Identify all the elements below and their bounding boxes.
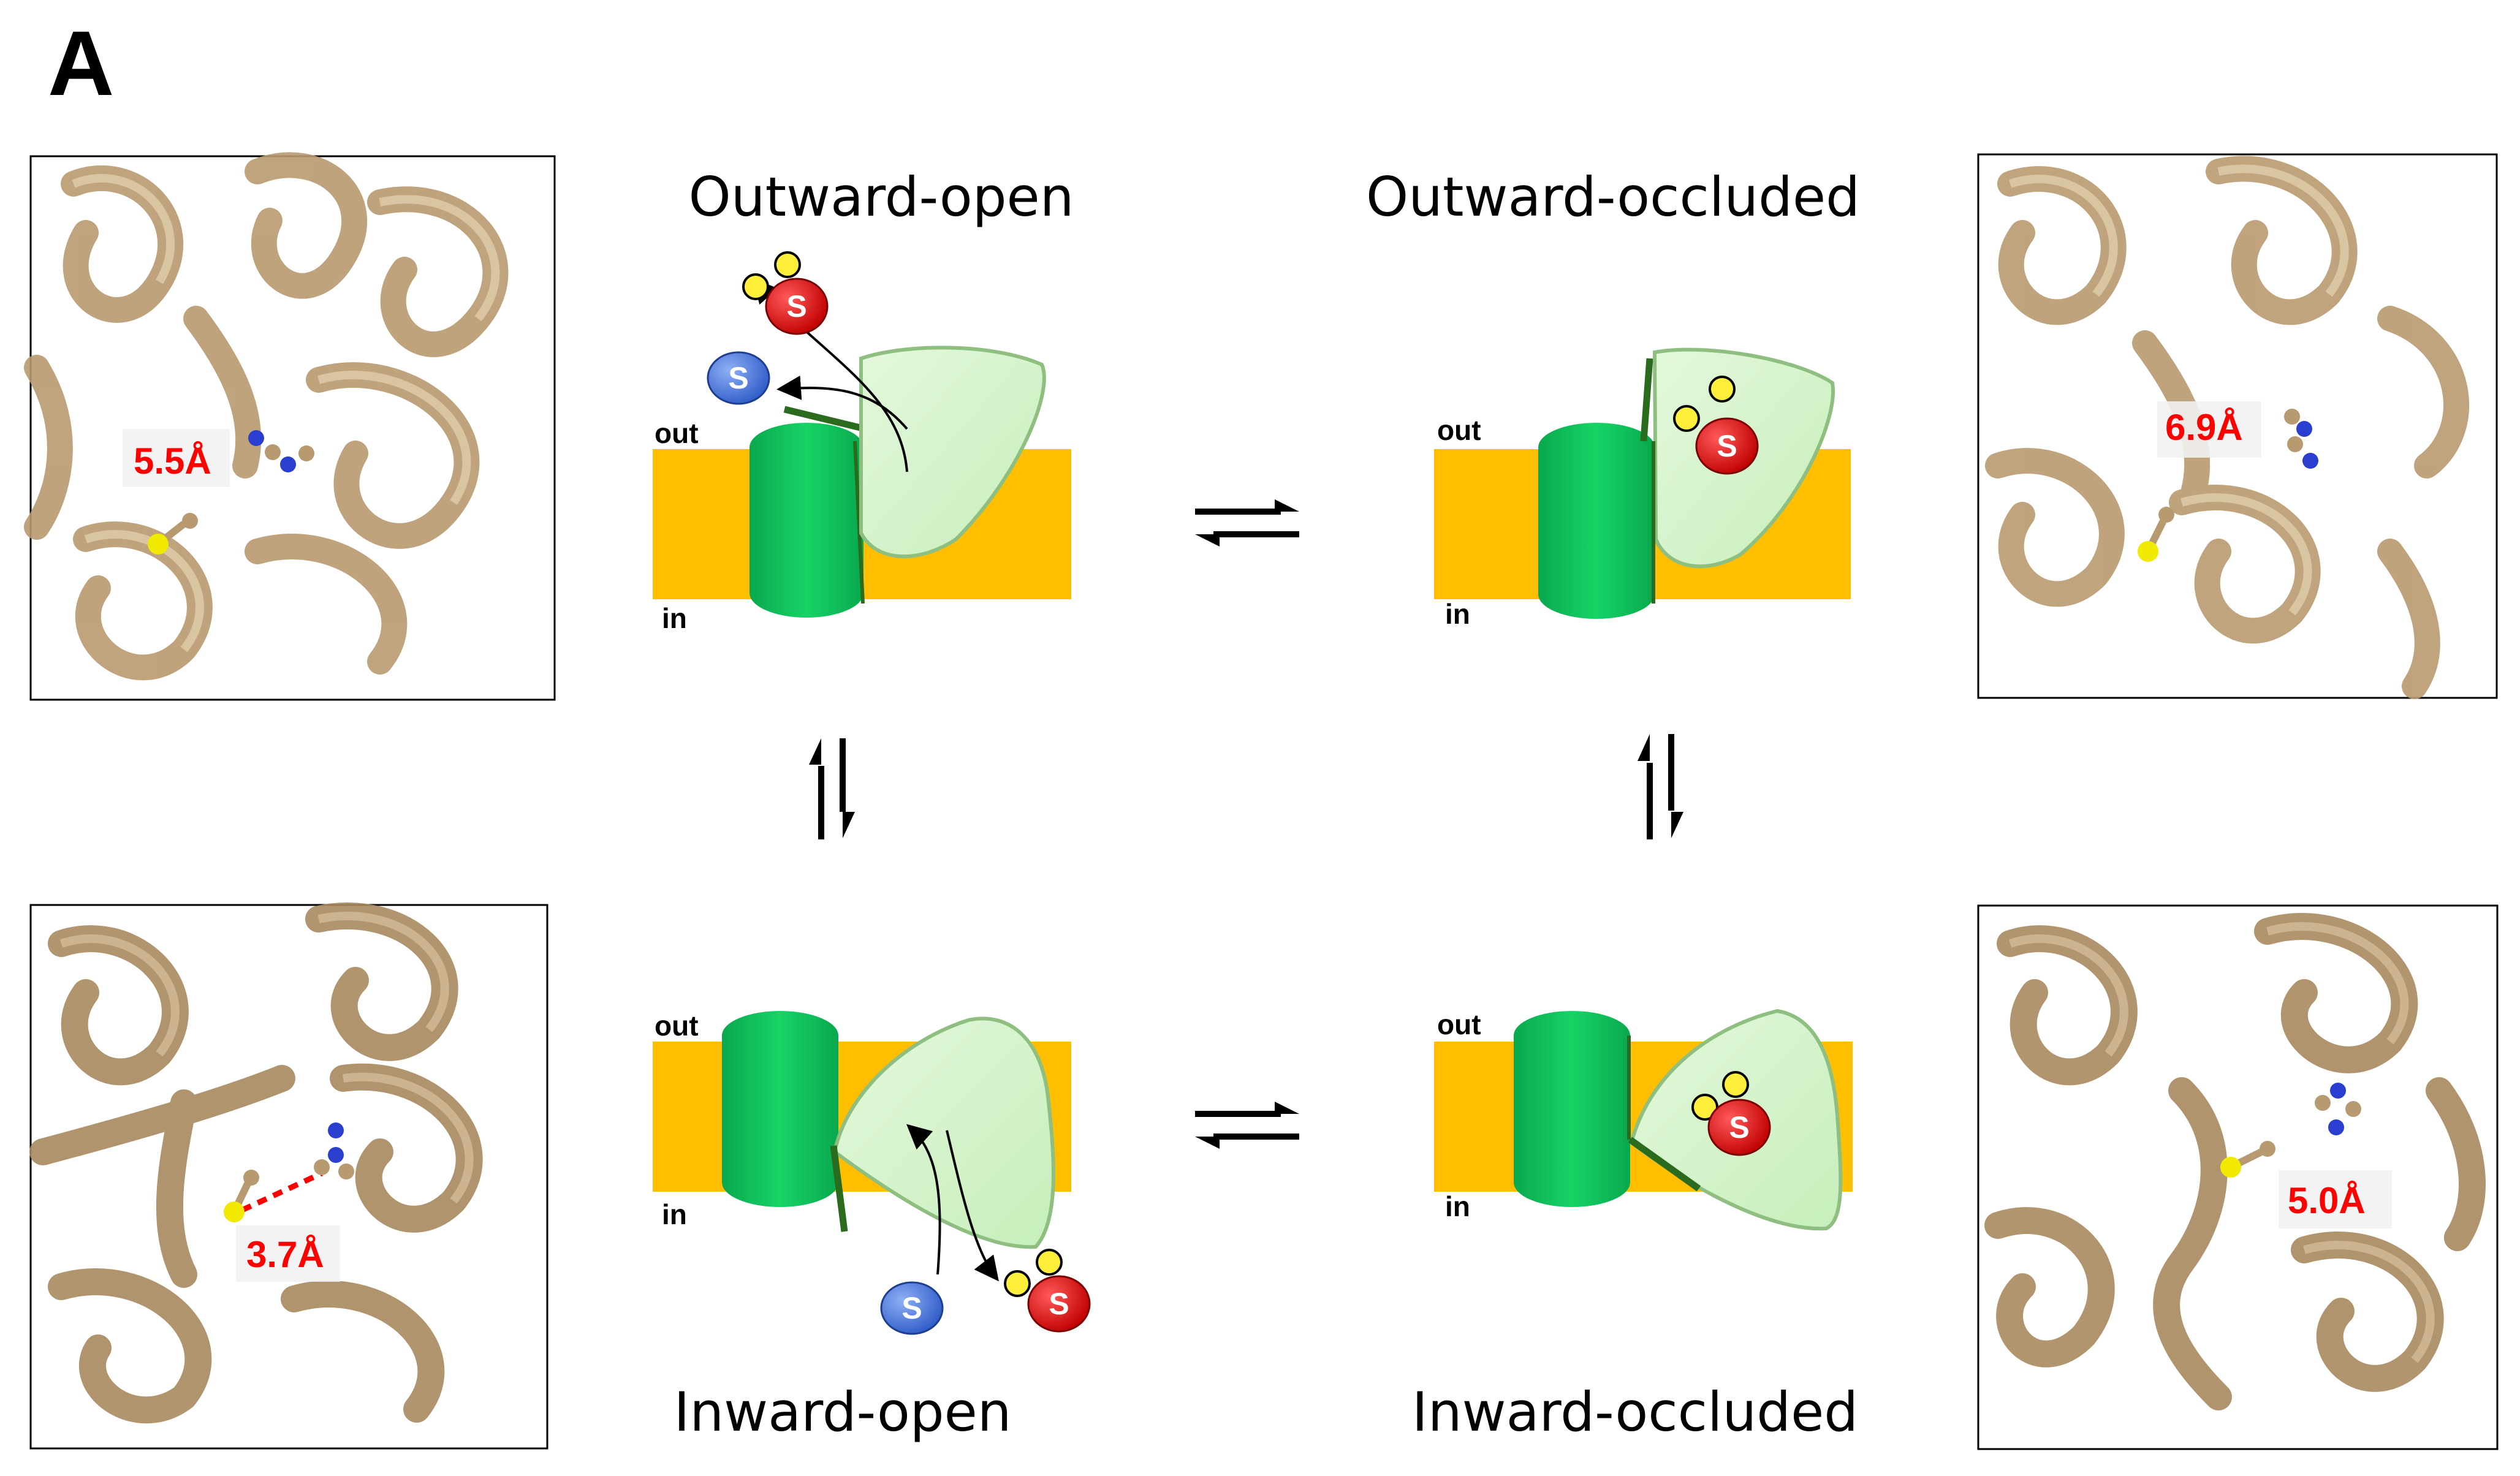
scaffold-domain bbox=[750, 423, 863, 618]
residue-cysteine bbox=[2138, 507, 2174, 562]
structure-inset-inward-open: 3.7Å bbox=[29, 903, 548, 1450]
core-domain bbox=[832, 1016, 1055, 1249]
cartoon-outward-occluded: out in S bbox=[1434, 347, 1851, 630]
substrate-label: S bbox=[1729, 1110, 1749, 1145]
scaffold-domain bbox=[1514, 1011, 1630, 1207]
cartoon-outward-open: out in S S bbox=[653, 251, 1071, 634]
ion bbox=[1709, 376, 1736, 403]
substrate-bound bbox=[765, 278, 829, 335]
membrane-out-label: out bbox=[655, 417, 699, 449]
ion bbox=[742, 273, 769, 300]
ion bbox=[774, 251, 801, 278]
state-title-outward-open: Outward-open bbox=[689, 165, 1074, 229]
membrane-out-label: out bbox=[1437, 1009, 1481, 1040]
distance-label-inward-open: 3.7Å bbox=[246, 1234, 324, 1275]
state-title-inward-open: Inward-open bbox=[674, 1380, 1011, 1444]
distance-label-outward-open: 5.5Å bbox=[134, 441, 211, 482]
distance-label-inward-occluded: 5.0Å bbox=[2288, 1180, 2366, 1221]
substrate-bound bbox=[1027, 1275, 1091, 1333]
substrate-free bbox=[707, 351, 770, 405]
substrate-label: S bbox=[901, 1291, 922, 1325]
gate-outer bbox=[783, 406, 867, 433]
membrane-in-label: in bbox=[662, 602, 687, 634]
residue-cysteine bbox=[224, 1170, 259, 1222]
ion bbox=[1036, 1249, 1063, 1276]
membrane-in-label: in bbox=[1445, 1190, 1470, 1222]
panel-label: A bbox=[48, 12, 114, 115]
ion bbox=[1673, 405, 1700, 432]
equilibrium-arrow-left bbox=[809, 738, 855, 839]
distance-label-outward-occluded: 6.9Å bbox=[2165, 407, 2243, 448]
equilibrium-arrow-right bbox=[1638, 734, 1683, 839]
gate-outer bbox=[1640, 358, 1653, 442]
membrane-out-label: out bbox=[1437, 414, 1481, 446]
substrate-label: S bbox=[1049, 1287, 1069, 1321]
substrate-label: S bbox=[728, 361, 748, 395]
scaffold-domain bbox=[722, 1011, 838, 1207]
core-domain bbox=[859, 346, 1046, 559]
equilibrium-arrow-top bbox=[1195, 499, 1299, 547]
residue-histidine bbox=[314, 1122, 354, 1179]
binding-arrow bbox=[906, 1124, 941, 1275]
release-arrow bbox=[946, 1130, 999, 1282]
cartoon-inward-open: out in S S bbox=[653, 1010, 1091, 1335]
distance-line bbox=[241, 1170, 323, 1213]
state-title-inward-occluded: Inward-occluded bbox=[1412, 1380, 1858, 1444]
membrane-in-label: in bbox=[662, 1198, 687, 1230]
residue-cysteine bbox=[148, 513, 198, 554]
ion bbox=[1722, 1071, 1749, 1098]
substrate-free bbox=[880, 1281, 944, 1335]
structure-inset-inward-occluded: 5.0Å bbox=[1977, 904, 2499, 1450]
cartoon-inward-occluded: out in S bbox=[1434, 1009, 1853, 1231]
membrane-out-label: out bbox=[655, 1010, 699, 1042]
residue-histidine bbox=[248, 430, 314, 472]
scaffold-domain bbox=[1538, 423, 1655, 619]
residue-cysteine bbox=[2220, 1141, 2275, 1178]
substrate-bound bbox=[1695, 417, 1759, 475]
gate-inner bbox=[830, 1145, 848, 1232]
equilibrium-arrow-bottom bbox=[1195, 1102, 1299, 1149]
substrate-bound bbox=[1707, 1099, 1771, 1156]
residue-histidine bbox=[2315, 1083, 2361, 1135]
membrane-in-label: in bbox=[1445, 598, 1470, 630]
structure-inset-outward-occluded: 6.9Å bbox=[1977, 153, 2498, 699]
structure-inset-outward-open: 5.5Å bbox=[24, 152, 556, 701]
gate-inner bbox=[1628, 1137, 1701, 1192]
state-title-outward-occluded: Outward-occluded bbox=[1366, 165, 1860, 229]
ion bbox=[1004, 1270, 1031, 1297]
release-arrow bbox=[776, 375, 908, 430]
substrate-label: S bbox=[1717, 429, 1737, 463]
substrate-label: S bbox=[786, 289, 806, 324]
residue-histidine bbox=[2284, 409, 2318, 469]
